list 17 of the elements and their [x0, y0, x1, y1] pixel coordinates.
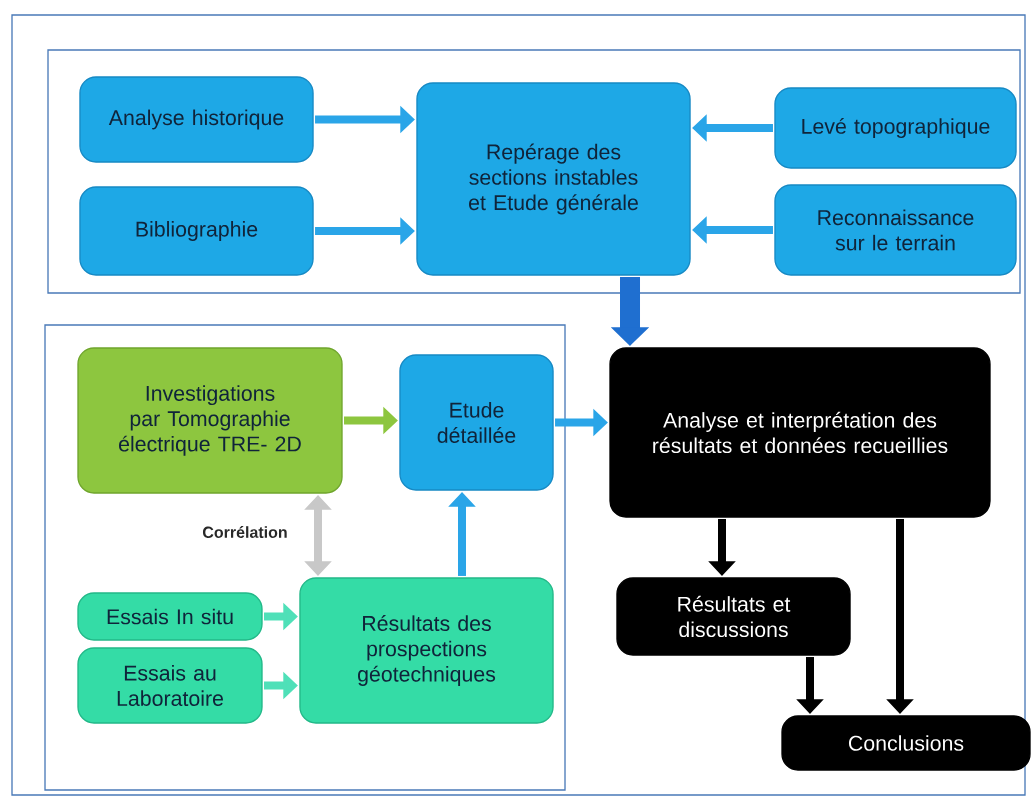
frame-box	[44, 324, 566, 791]
process-box: Reconnaissance sur le terrain	[774, 184, 1017, 276]
process-box: Repérage des sections instables et Etude générale	[416, 82, 691, 276]
edge-label: Corrélation	[201, 524, 289, 540]
frame-box	[47, 49, 1021, 294]
process-box: Essais au Laboratoire	[77, 647, 263, 724]
process-box: Bibliographie	[79, 186, 314, 276]
process-box: Etude détaillée	[399, 354, 554, 491]
process-box: Levé topographique	[774, 87, 1017, 169]
process-box: Analyse historique	[79, 76, 314, 163]
process-box: Résultats des prospections géotechniques	[299, 577, 554, 724]
process-box: Essais In situ	[77, 592, 263, 641]
process-box: Investigations par Tomographie électrique TRE- 2D	[77, 347, 343, 494]
process-box: Conclusions	[781, 715, 1031, 771]
arrow	[304, 495, 332, 576]
process-box: Résultats et discussions	[616, 577, 851, 656]
process-box: Analyse et interprétation des résultats et données recueillies	[609, 347, 991, 518]
